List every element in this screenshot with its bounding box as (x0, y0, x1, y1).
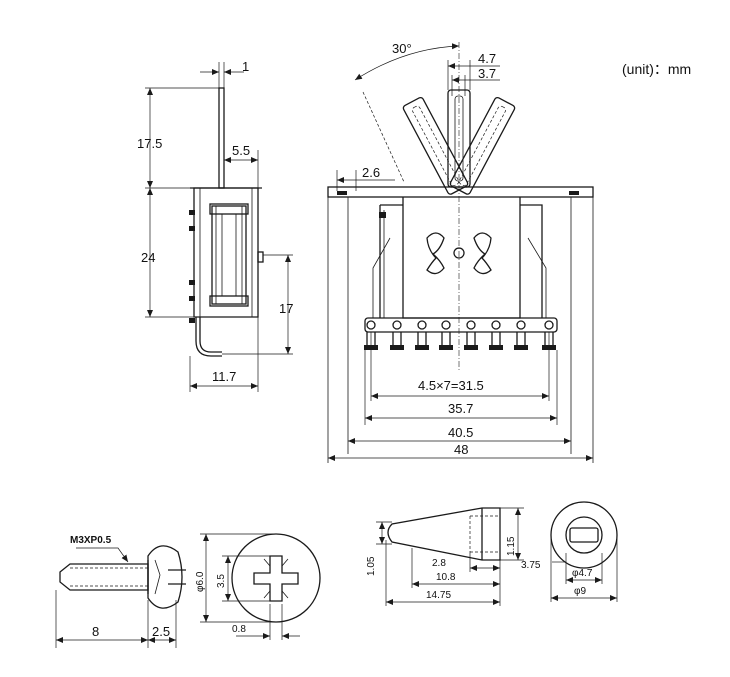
dim-lever-slot: 3.7 (478, 66, 496, 81)
dim-body-length: 10.8 (436, 572, 456, 583)
knob-body (387, 507, 501, 561)
dim-screw-length: 8 (92, 624, 99, 639)
dim-outer-dia: φ9 (574, 586, 586, 597)
side-terminal (195, 317, 222, 357)
dim-head-dia: φ6.0 (195, 571, 206, 592)
lever-shaft (447, 89, 471, 188)
dim-terminal-span: 35.7 (448, 401, 473, 416)
dim-screw-head-height: 2.5 (152, 624, 170, 639)
front-view: 30° 4.7 3.7 2.6 4.5×7=31.5 35.7 40.5 48 (327, 41, 594, 463)
screw-shank (59, 563, 149, 591)
terminal-bar (364, 317, 558, 333)
dim-depth: 11.7 (212, 369, 236, 384)
screw-top-view: φ6.0 3.5 0.8 (195, 533, 321, 640)
knob-end-view: 3.75 φ4.7 φ9 (521, 501, 618, 602)
dim-total-length: 14.75 (426, 590, 451, 601)
phillips-cross (253, 555, 299, 602)
dim-tip-height: 1.05 (366, 556, 377, 576)
knob-outer-circle (550, 501, 618, 569)
dim-terminal-height: 17 (279, 301, 293, 316)
dim-angle: 30° (392, 41, 412, 56)
dim-tab-height: 17.5 (137, 136, 162, 151)
knob-slot (569, 527, 599, 543)
dim-body-offset: 5.5 (232, 143, 250, 158)
thread-label: M3XP0.5 (70, 535, 112, 546)
screw-head-circle (231, 533, 321, 623)
side-rotor (211, 205, 247, 305)
screw-side-view: M3XP0.5 8 2.5 (55, 535, 186, 648)
dim-tab-thickness: 1 (242, 59, 249, 74)
dim-terminal-pitch: 4.5×7=31.5 (418, 378, 484, 393)
dim-slot-width: 0.8 (232, 624, 246, 635)
side-tab (218, 87, 225, 189)
dim-lever-width: 4.7 (478, 51, 496, 66)
unit-note: (unit)：mm (622, 61, 691, 77)
dim-base-height: 1.15 (506, 536, 517, 556)
side-view: 1 17.5 24 5.5 17 11.7 (137, 59, 293, 392)
screw-head (147, 545, 183, 609)
dim-slot-depth: 3.75 (521, 560, 541, 571)
dim-slot-dia: 3.5 (216, 574, 227, 588)
dim-bore-dia: φ4.7 (572, 568, 593, 579)
dim-mount-holes: 40.5 (448, 425, 473, 440)
knob-bore-circle (565, 516, 603, 554)
dim-body-height: 24 (141, 250, 155, 265)
knob-side-view: 1.05 1.15 2.8 10.8 14.75 (366, 507, 524, 606)
dim-mount-offset: 2.6 (362, 165, 380, 180)
dim-bore-depth: 2.8 (432, 558, 446, 569)
terminal-row (364, 320, 556, 350)
dim-plate-width: 48 (454, 442, 468, 457)
